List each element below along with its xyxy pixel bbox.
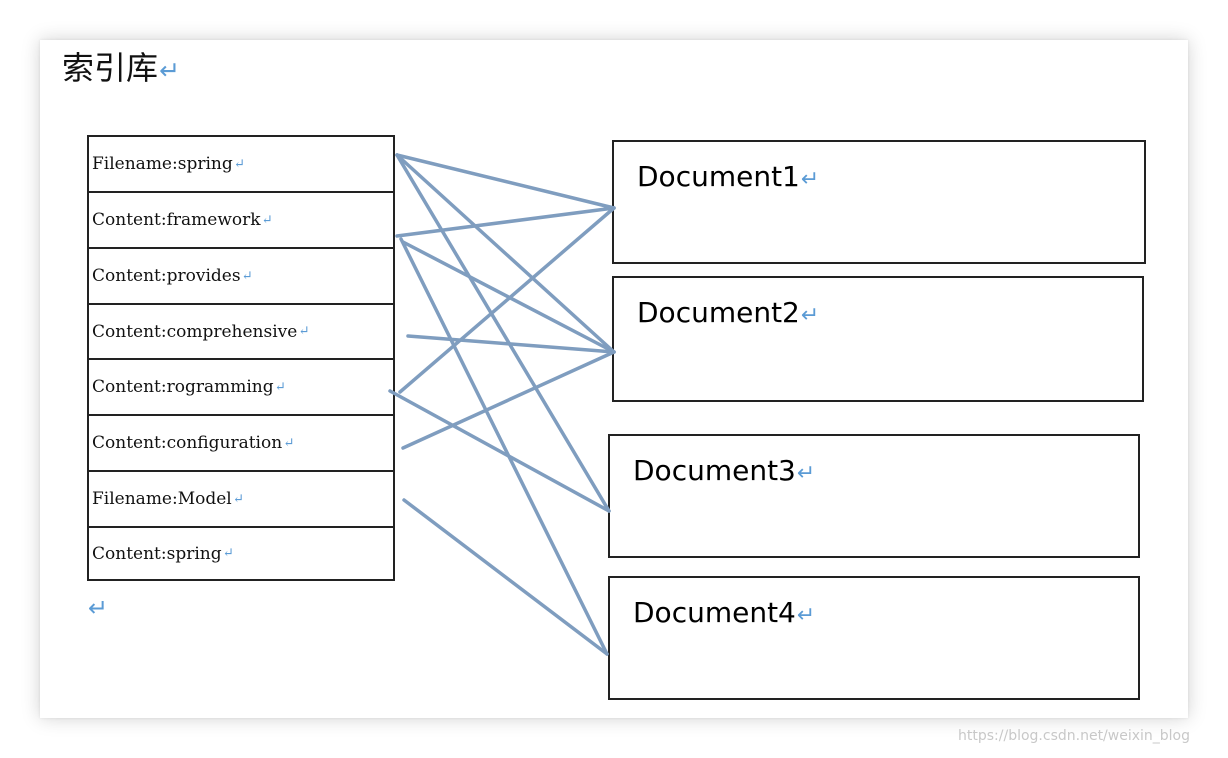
paragraph-mark-icon: ↵ <box>261 212 273 228</box>
paragraph-mark-icon: ↵ <box>222 546 234 561</box>
document-box: Document4↵ <box>608 576 1140 700</box>
watermark: https://blog.csdn.net/weixin_blog <box>958 728 1190 744</box>
document-label-text: Document1 <box>637 160 800 193</box>
paragraph-mark-icon: ↵ <box>800 167 820 192</box>
paragraph-mark-icon: ↵ <box>796 603 816 628</box>
index-row: Filename:spring↵ <box>89 137 393 193</box>
document-label: Document4↵ <box>633 596 815 629</box>
page-title-text: 索引库 <box>62 49 159 87</box>
document-label-text: Document2 <box>637 296 800 329</box>
document-box: Document2↵ <box>612 276 1144 402</box>
index-row: Content:provides↵ <box>89 249 393 305</box>
index-entry-label: Filename:Model <box>92 489 232 509</box>
index-entry-label: Content:comprehensive <box>92 321 298 342</box>
index-row: Content:configuration↵ <box>89 416 393 472</box>
document-box: Document1↵ <box>612 140 1146 264</box>
index-row: Content:framework↵ <box>89 193 393 249</box>
paragraph-mark-icon: ↵ <box>241 268 253 284</box>
paragraph-mark-icon: ↵ <box>232 491 244 507</box>
index-entry-label: Content:rogramming <box>92 377 274 397</box>
index-entry-label: Content:framework <box>92 210 261 230</box>
index-entry-label: Content:configuration <box>92 433 283 453</box>
paragraph-mark-icon: ↵ <box>796 461 816 486</box>
paragraph-mark-icon: ↵ <box>283 435 295 451</box>
document-label-text: Document3 <box>633 454 796 487</box>
index-entry-label: Filename:spring <box>92 154 233 174</box>
index-row: Filename:Model↵ <box>89 472 393 528</box>
document-box: Document3↵ <box>608 434 1140 558</box>
document-label: Document3↵ <box>633 454 815 487</box>
paragraph-mark-icon: ↵ <box>233 156 245 172</box>
paragraph-mark-icon: ↵ <box>274 379 286 395</box>
index-entry-label: Content:provides <box>92 266 241 286</box>
paragraph-mark-icon: ↵ <box>88 594 109 622</box>
index-row: Content:rogramming↵ <box>89 360 393 416</box>
paragraph-mark-icon: ↵ <box>298 324 310 339</box>
index-table: Filename:spring↵ Content:framework↵ Cont… <box>87 135 395 581</box>
document-label-text: Document4 <box>633 596 796 629</box>
paragraph-mark-icon: ↵ <box>159 56 180 85</box>
index-row: Content:comprehensive↵ <box>89 305 393 360</box>
document-label: Document2↵ <box>637 296 819 329</box>
index-entry-label: Content:spring <box>92 543 222 564</box>
paragraph-mark-icon: ↵ <box>800 303 820 328</box>
index-row: Content:spring↵ <box>89 528 393 579</box>
document-label: Document1↵ <box>637 160 819 193</box>
page-title: 索引库↵ <box>62 48 180 91</box>
